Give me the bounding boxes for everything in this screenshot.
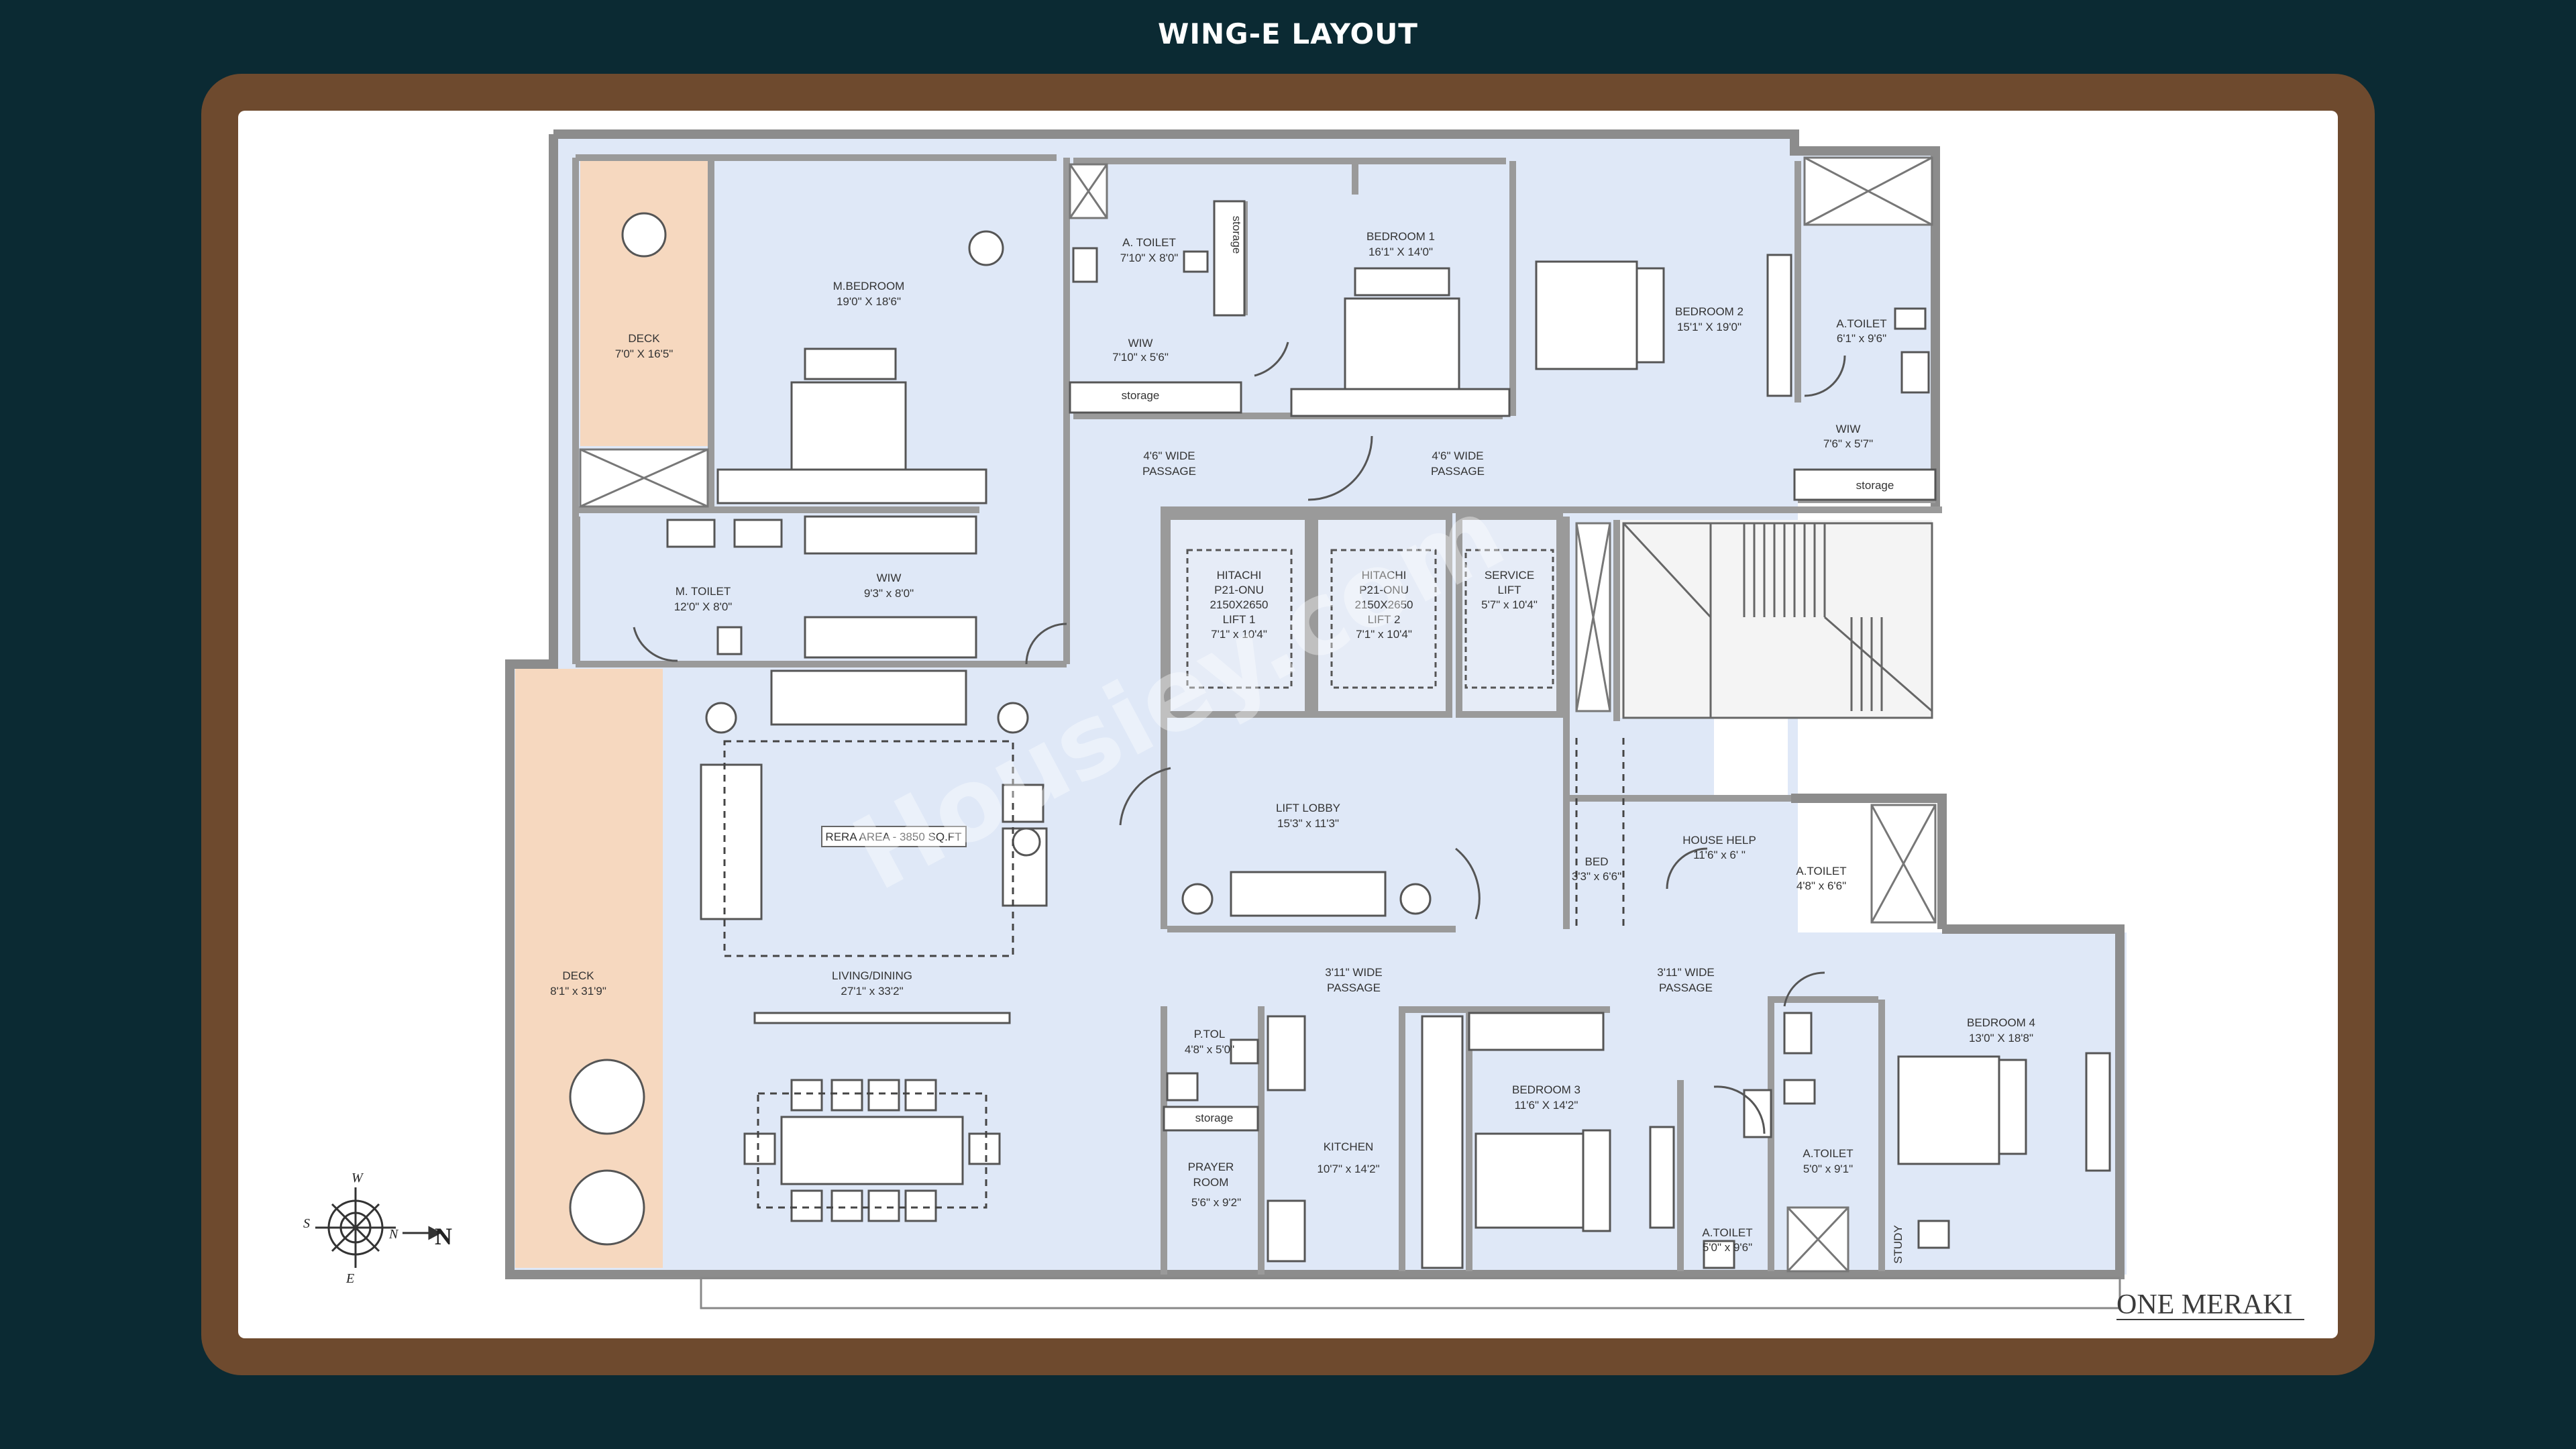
bedroom-2-name: BEDROOM 2	[1675, 305, 1743, 318]
ducts	[579, 156, 1937, 1273]
a-toilet-3-name: A.TOILET	[1803, 1147, 1853, 1160]
staircase	[1622, 522, 1933, 719]
deck-top-size: 7'0" X 16'5"	[615, 347, 674, 360]
a-toilet-hh-name: A.TOILET	[1796, 865, 1846, 877]
passage-1-name: 4'6" WIDE	[1143, 449, 1195, 462]
m-toilet-size: 12'0" X 8'0"	[674, 600, 733, 613]
passage-4-line2: PASSAGE	[1659, 981, 1713, 994]
prayer-room-name: PRAYER	[1188, 1161, 1234, 1173]
a-toilet-4-name: A.TOILET	[1702, 1226, 1752, 1239]
lift-1-line2: P21-ONU	[1214, 584, 1264, 596]
wiw-2-size: 7'6" x 5'7"	[1823, 437, 1873, 450]
rera-box	[821, 826, 967, 847]
p-toilet-name: P.TOL	[1194, 1028, 1226, 1040]
deck-top-name: DECK	[628, 332, 660, 345]
compass-s: S	[303, 1216, 310, 1231]
wiw-2-name: WIW	[1836, 423, 1861, 435]
lift-lobby-size: 15'3" x 11'3"	[1277, 817, 1339, 830]
a-toilet-1-name: A. TOILET	[1122, 236, 1176, 249]
prayer-room-line2: ROOM	[1193, 1176, 1229, 1189]
compass-w: W	[352, 1171, 364, 1185]
brand-name: ONE MERAKI	[2116, 1289, 2292, 1320]
p-toilet-size: 4'8" x 5'0"	[1185, 1043, 1234, 1056]
kitchen-name: KITCHEN	[1324, 1140, 1374, 1153]
passage-2-name: 4'6" WIDE	[1432, 449, 1483, 462]
service-lift-size: 5'7" x 10'4"	[1481, 598, 1538, 611]
deck-side	[515, 669, 663, 1268]
bedroom-1-size: 16'1" X 14'0"	[1368, 246, 1433, 258]
passage-4-name: 3'11" WIDE	[1657, 966, 1715, 979]
dashed-outlines	[723, 738, 1625, 1209]
deck-top	[580, 161, 708, 446]
storage-3-label: storage	[1195, 1112, 1234, 1124]
bedroom-2-size: 15'1" X 19'0"	[1677, 321, 1741, 333]
living-dining-name: LIVING/DINING	[832, 969, 912, 982]
m-toilet-name: M. TOILET	[676, 585, 731, 598]
service-lift-line1: SERVICE	[1485, 569, 1534, 582]
lift-2-line4: LIFT 2	[1368, 613, 1401, 626]
bedroom-3-size: 11'6" X 14'2"	[1515, 1099, 1578, 1112]
storage-vertical-label: storage	[1230, 216, 1243, 254]
storage-2-label: storage	[1856, 479, 1894, 492]
living-dining-size: 27'1" x 33'2"	[841, 985, 903, 998]
lift-lobby-name: LIFT LOBBY	[1276, 802, 1340, 814]
compass-n-small: N	[388, 1227, 399, 1242]
door-swings	[633, 341, 1846, 1134]
bedroom-3-name: BEDROOM 3	[1512, 1083, 1580, 1096]
lift-2-line3: 2150X2650	[1355, 598, 1413, 611]
wiw-master-size: 9'3" x 8'0"	[864, 587, 914, 600]
wiw-master-name: WIW	[877, 572, 902, 584]
lift-2-line2: P21-ONU	[1359, 584, 1409, 596]
lift-1-line3: 2150X2650	[1210, 598, 1269, 611]
storage-1-label: storage	[1122, 389, 1160, 402]
deck-side-name: DECK	[562, 969, 594, 982]
bedroom-1-name: BEDROOM 1	[1366, 230, 1435, 243]
furniture	[569, 200, 2111, 1269]
lift-2-size: 7'1" x 10'4"	[1356, 628, 1412, 641]
a-toilet-4-size: 5'0" x 9'6"	[1703, 1241, 1752, 1254]
master-bedroom-name: M.BEDROOM	[833, 280, 905, 292]
passage-3-line2: PASSAGE	[1327, 981, 1381, 994]
wiw-1-size: 7'10" x 5'6"	[1112, 351, 1169, 364]
service-lift-line2: LIFT	[1498, 584, 1521, 596]
lift-cabins	[1186, 549, 1554, 689]
a-toilet-3-size: 5'0" x 9'1"	[1803, 1163, 1853, 1175]
lift-2-line1: HITACHI	[1362, 569, 1407, 582]
a-toilet-2-size: 6'1" x 9'6"	[1837, 332, 1886, 345]
bed-size: 3'3" x 6'6"	[1572, 870, 1621, 883]
prayer-room-size: 5'6" x 9'2"	[1191, 1196, 1241, 1209]
watermark: Housiey.com	[835, 474, 1522, 914]
a-toilet-hh-size: 4'8" x 6'6"	[1796, 879, 1846, 892]
wiw-1-name: WIW	[1128, 337, 1153, 350]
kitchen-size: 10'7" x 14'2"	[1317, 1163, 1379, 1175]
house-help-name: HOUSE HELP	[1682, 834, 1756, 847]
compass-n-big: N	[435, 1223, 452, 1250]
compass-icon	[315, 1187, 442, 1268]
bed-name: BED	[1585, 855, 1609, 868]
rera-area-label: RERA AREA - 3850 SQ.FT	[825, 830, 961, 843]
passage-2-line2: PASSAGE	[1431, 465, 1485, 478]
passage-3-name: 3'11" WIDE	[1325, 966, 1383, 979]
lift-1-size: 7'1" x 10'4"	[1211, 628, 1267, 641]
deck-side-size: 8'1" x 31'9"	[550, 985, 606, 998]
house-help-size: 11'6" x 6' "	[1693, 849, 1746, 861]
bedroom-4-size: 13'0" X 18'8"	[1969, 1032, 2033, 1044]
walls	[505, 129, 2125, 1279]
plinth-line	[700, 1277, 2121, 1309]
compass-e: E	[345, 1271, 354, 1286]
a-toilet-2-name: A.TOILET	[1836, 317, 1886, 330]
bedroom-4-name: BEDROOM 4	[1967, 1016, 2035, 1029]
study-label: STUDY	[1892, 1225, 1904, 1264]
a-toilet-1-size: 7'10" X 8'0"	[1120, 252, 1179, 264]
passage-1-line2: PASSAGE	[1142, 465, 1196, 478]
lift-1-line4: LIFT 1	[1223, 613, 1256, 626]
lift-1-line1: HITACHI	[1217, 569, 1262, 582]
page-title: WING-E LAYOUT	[1158, 17, 1418, 50]
master-bedroom-size: 19'0" X 18'6"	[837, 295, 901, 308]
